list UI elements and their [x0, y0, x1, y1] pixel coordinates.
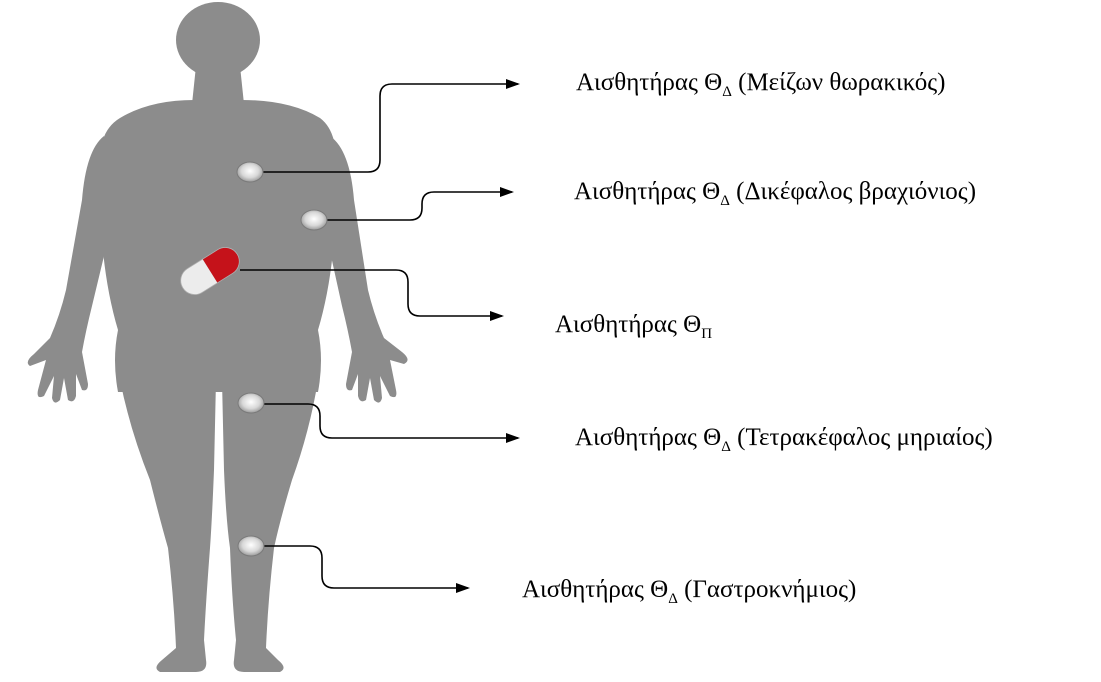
label-quadriceps-sensor: Αισθητήρας ΘΔ (Τετρακέφαλος μηριαίος)	[575, 425, 993, 450]
label-subscript: Δ	[668, 591, 678, 607]
label-subscript: Δ	[720, 193, 730, 209]
surface-sensor-icon	[238, 536, 264, 556]
label-prefix: Αισθητήρας Θ	[576, 69, 722, 96]
label-gastrocnemius-sensor: Αισθητήρας ΘΔ (Γαστροκνήμιος)	[522, 577, 856, 602]
label-muscle: (Μείζων θωρακικός)	[732, 69, 946, 96]
surface-sensor-icon	[237, 162, 263, 182]
label-pectoralis-major-sensor: Αισθητήρας ΘΔ (Μείζων θωρακικός)	[576, 70, 945, 95]
label-muscle: (Δικέφαλος βραχιόνιος)	[730, 178, 976, 205]
label-ingestible-sensor: Αισθητήρας ΘΠ	[555, 312, 712, 337]
body-neck	[192, 66, 244, 104]
body-leg-left	[120, 380, 216, 672]
label-prefix: Αισθητήρας Θ	[575, 424, 721, 451]
label-prefix: Αισθητήρας Θ	[574, 178, 720, 205]
label-subscript: Π	[701, 326, 712, 342]
label-biceps-sensor: Αισθητήρας ΘΔ (Δικέφαλος βραχιόνιος)	[574, 179, 976, 204]
surface-sensor-icon	[301, 210, 327, 230]
human-body-silhouette	[28, 2, 408, 672]
body-leg-right	[222, 380, 318, 672]
body-arm-left	[28, 136, 116, 403]
label-muscle: (Τετρακέφαλος μηριαίος)	[731, 424, 993, 451]
label-subscript: Δ	[721, 439, 731, 455]
label-prefix: Αισθητήρας Θ	[555, 311, 701, 338]
label-subscript: Δ	[722, 84, 732, 100]
label-prefix: Αισθητήρας Θ	[522, 576, 668, 603]
label-muscle: (Γαστροκνήμιος)	[678, 576, 856, 603]
surface-sensor-icon	[238, 393, 264, 413]
body-torso	[100, 100, 336, 392]
connector-line-calf	[264, 546, 468, 588]
